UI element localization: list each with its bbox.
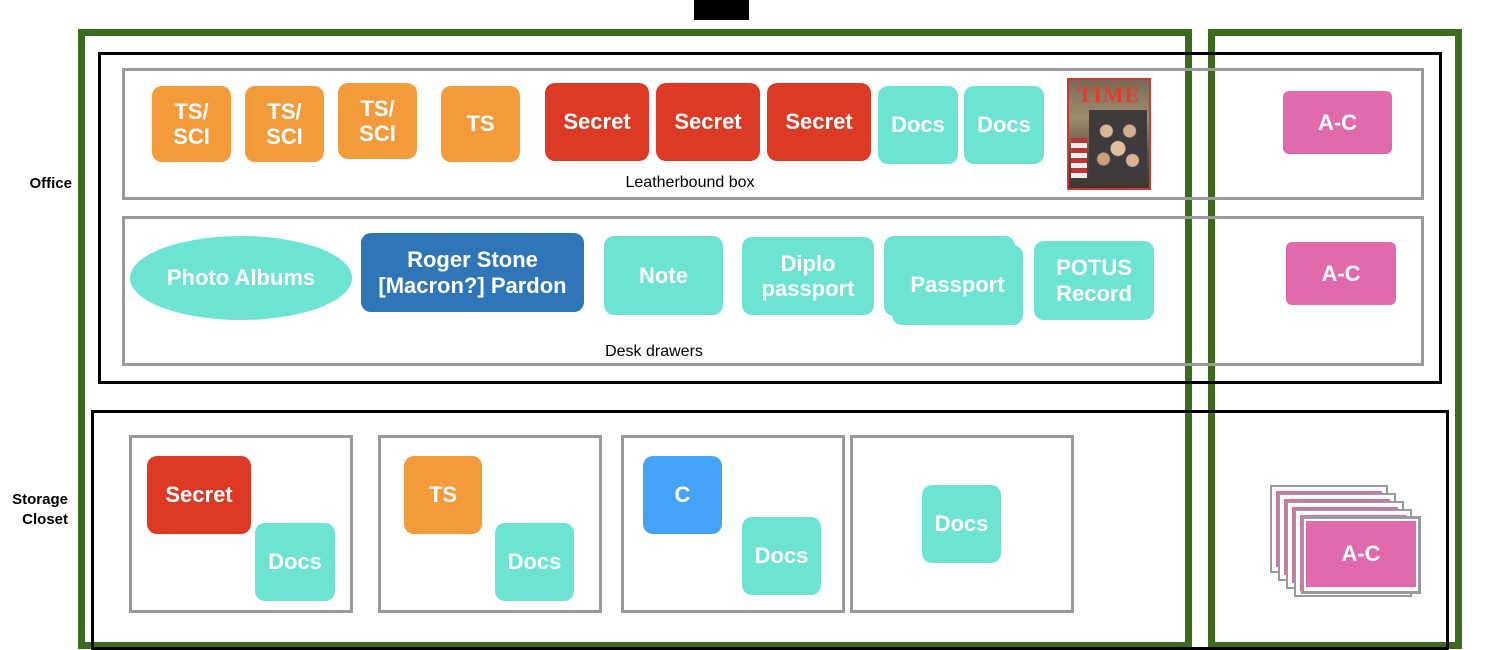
pardon-tag: Roger Stone [Macron?] Pardon [361, 233, 584, 312]
storage-docs-tag-2: Docs [495, 523, 574, 601]
ts-sci-tag-2: TS/ SCI [245, 86, 324, 162]
ts-tag: TS [441, 86, 520, 162]
storage-ts-tag: TS [404, 456, 482, 534]
potus-record-tag: POTUS Record [1034, 241, 1154, 320]
storage-box-2 [378, 435, 602, 613]
storage-box-1 [129, 435, 353, 613]
office-room [98, 52, 1442, 384]
passport-tag: Passport [892, 245, 1023, 325]
storage-docs-tag-3: Docs [742, 517, 821, 595]
leatherbound-box [122, 68, 1424, 200]
secret-tag-3: Secret [767, 83, 871, 161]
storage-box-3 [621, 435, 845, 613]
desk-drawers [122, 216, 1424, 366]
ts-sci-tag-1: TS/ SCI [152, 86, 231, 162]
ac-tag-2: A-C [1286, 242, 1396, 305]
office-label: Office [29, 175, 72, 192]
storage-docs-tag-1: Docs [255, 523, 335, 601]
ts-sci-tag-3: TS/ SCI [338, 83, 417, 159]
storage-box-4 [850, 435, 1074, 613]
storage-docs-tag-4: Docs [922, 485, 1001, 563]
title-fragment [694, 0, 749, 20]
storage-closet-label: Storage Closet [12, 491, 68, 528]
secret-tag-2: Secret [656, 83, 760, 161]
secret-tag-1: Secret [545, 83, 649, 161]
leatherbound-box-label: Leatherbound box [625, 174, 755, 191]
docs-tag-2: Docs [964, 86, 1044, 164]
flag-graphic [1071, 138, 1087, 178]
storage-c-tag: C [643, 456, 722, 534]
time-masthead: TIME [1077, 82, 1141, 107]
desk-drawers-label: Desk drawers [605, 343, 703, 360]
photo-albums-tag: Photo Albums [130, 236, 352, 320]
ac-stack-tag: A-C [1306, 521, 1416, 587]
portrait-crowd-graphic [1089, 110, 1147, 180]
note-tag: Note [604, 236, 723, 315]
time-magazine-cover: TIME [1067, 78, 1151, 190]
ac-tag-1: A-C [1283, 91, 1392, 154]
storage-secret-tag: Secret [147, 456, 251, 534]
diplo-passport-tag: Diplo passport [742, 237, 874, 315]
docs-tag-1: Docs [878, 86, 958, 164]
